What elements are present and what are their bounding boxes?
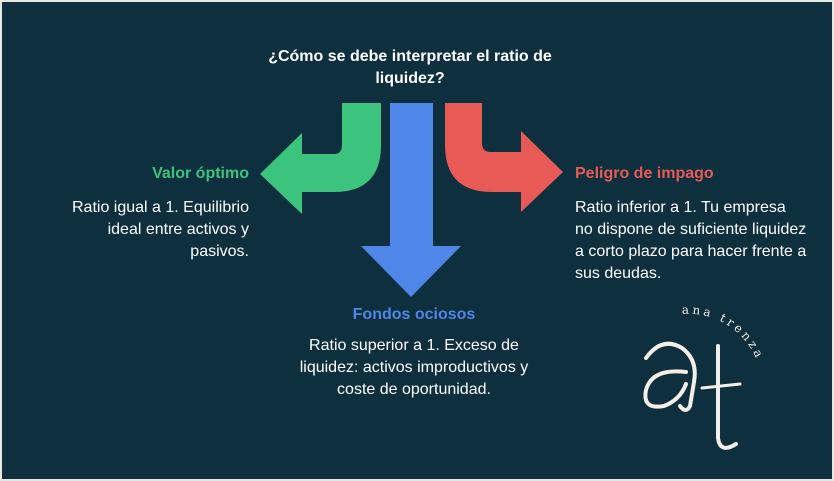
center-down-arrow (361, 103, 461, 297)
right-option-heading: Peligro de impago (575, 165, 714, 182)
right-curved-arrow (445, 103, 563, 212)
diagram-title: ¿Cómo se debe interpretar el ratio de li… (268, 48, 552, 87)
brand-logo: ana trenza (643, 303, 768, 450)
center-option-heading: Fondos ociosos (352, 306, 476, 323)
center-option-text: Ratio superior a 1. Exceso de liquidez: … (299, 337, 529, 398)
logo-initials-mark (643, 341, 742, 450)
logo-wordmark: ana trenza (682, 303, 765, 363)
svg-text:ana trenza: ana trenza (682, 303, 768, 363)
left-curved-arrow (260, 103, 381, 214)
right-option-text: Ratio inferior a 1. Tu empresa no dispon… (575, 199, 807, 282)
left-option-text: Ratio igual a 1. Equilibrio ideal entre … (72, 199, 249, 260)
left-option-heading: Valor óptimo (152, 165, 249, 182)
